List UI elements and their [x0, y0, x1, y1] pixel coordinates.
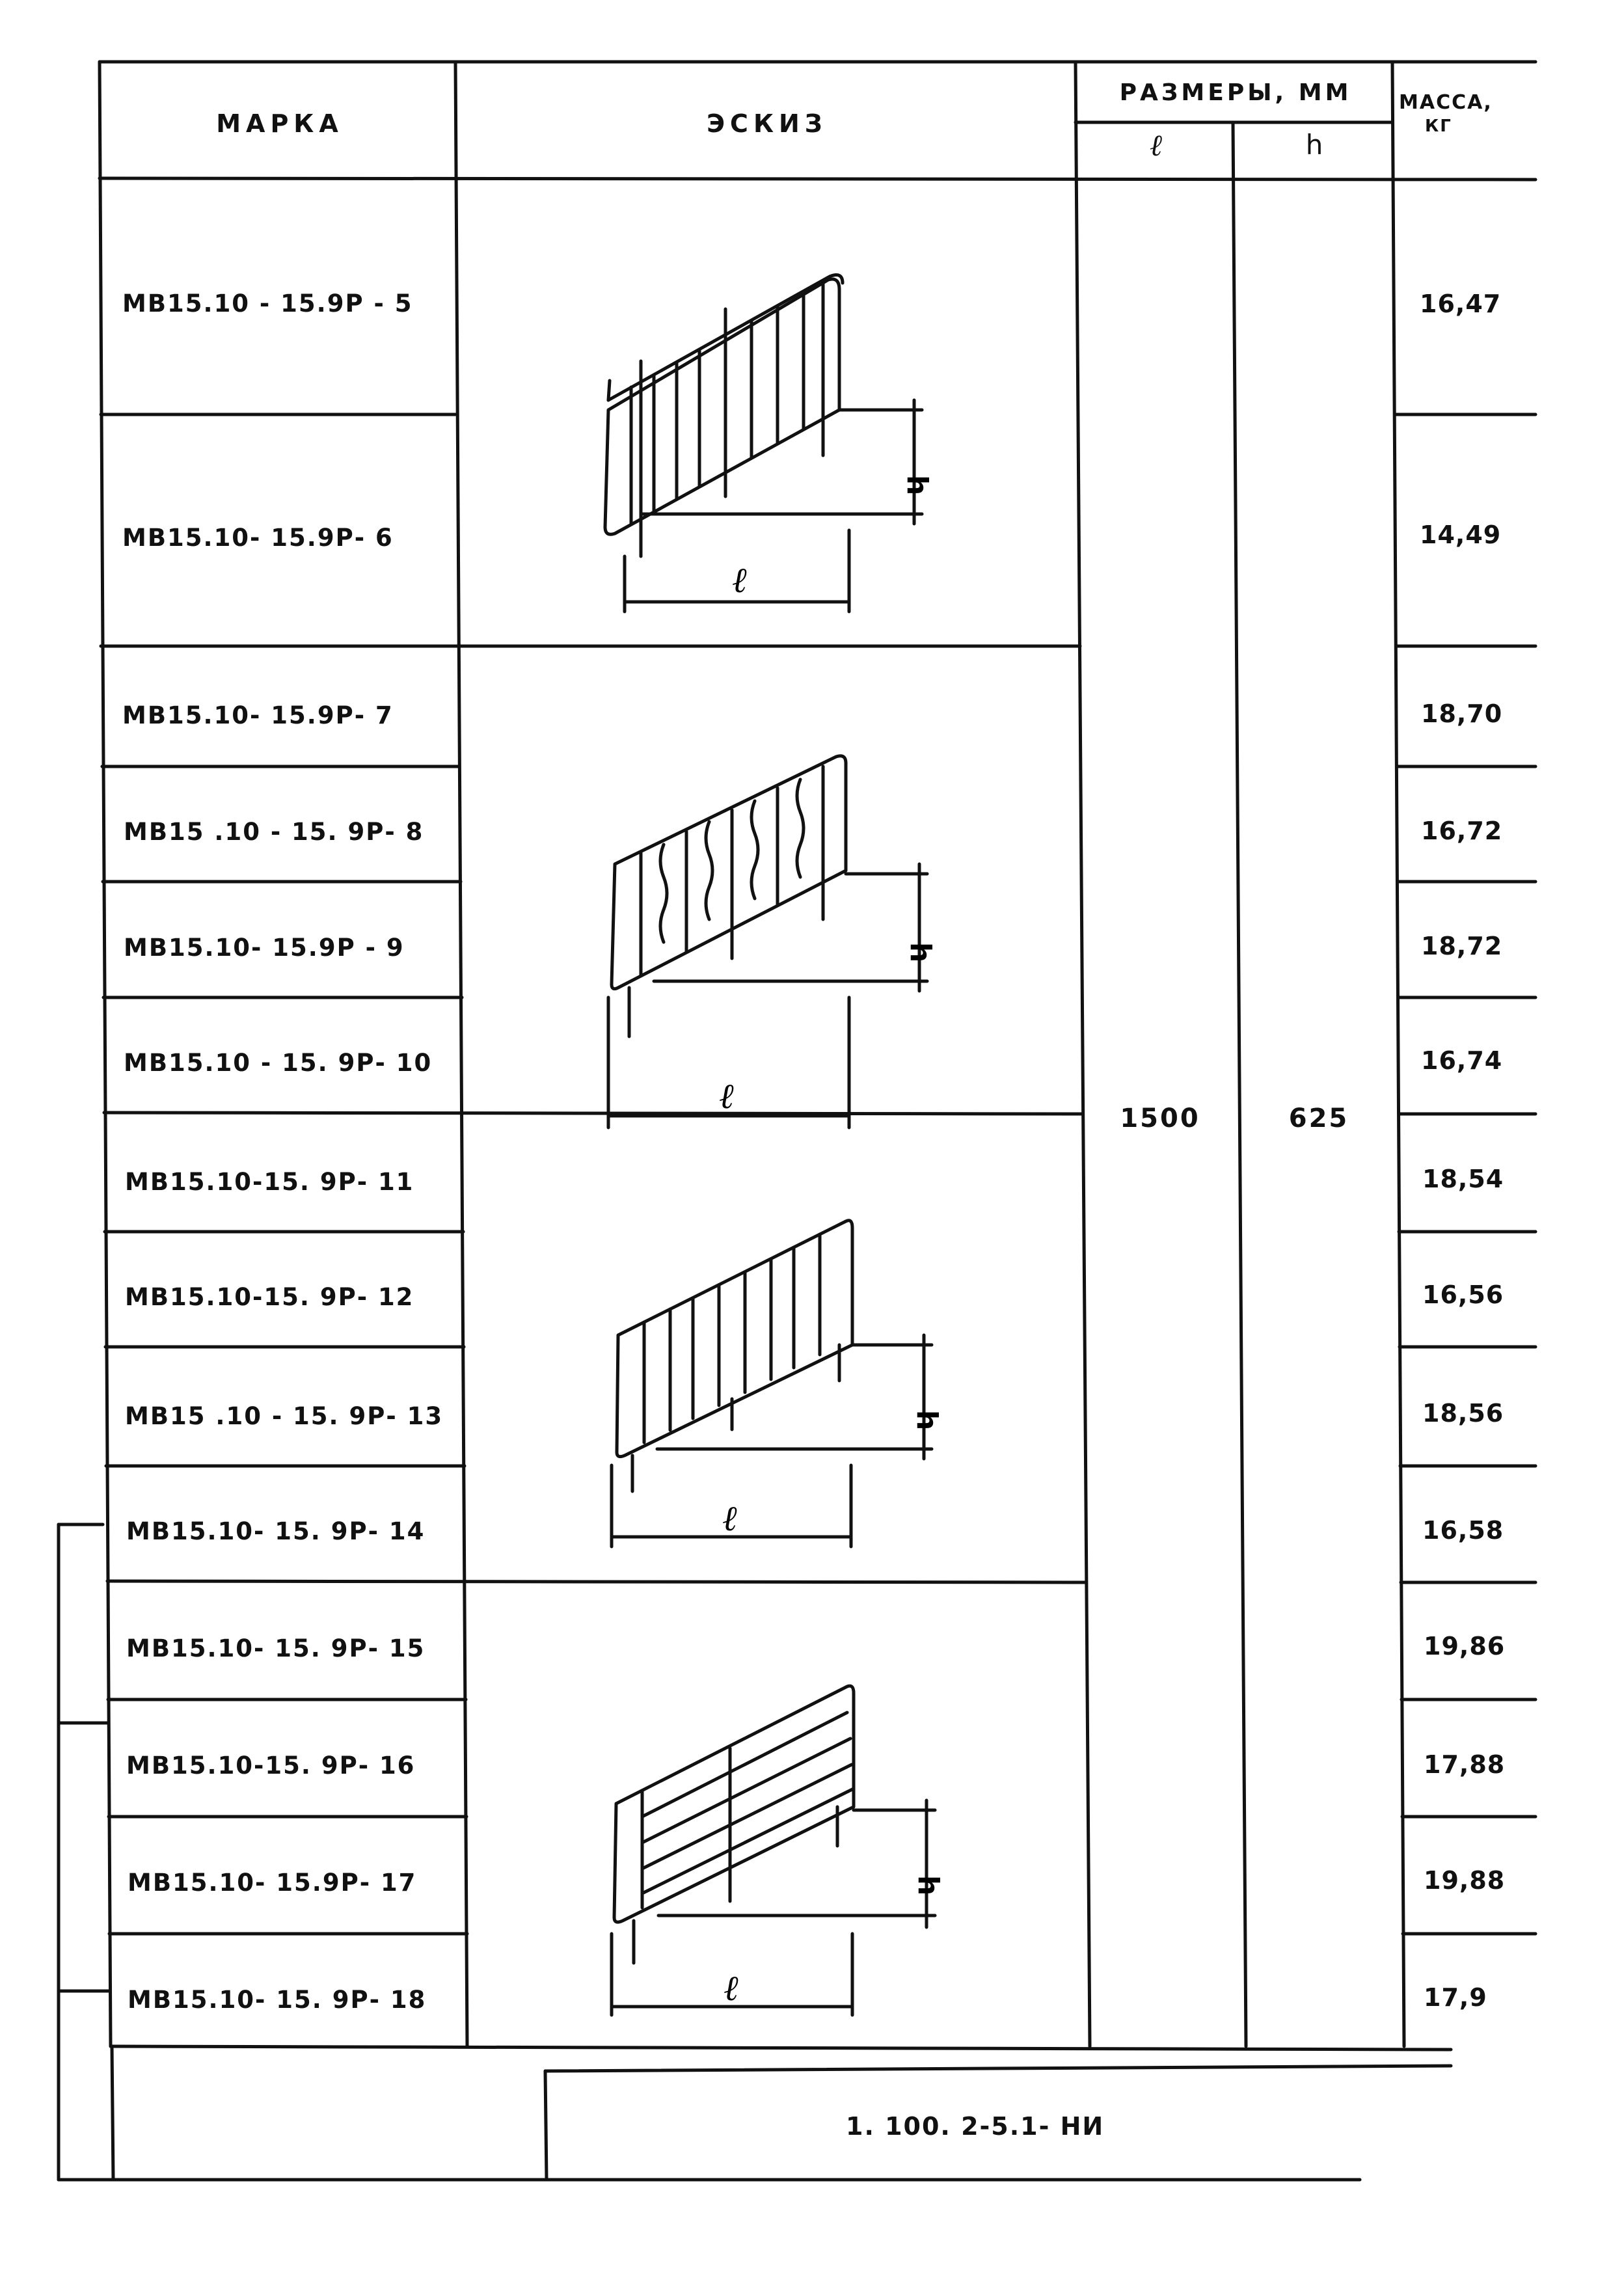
table-row-mass: 19,86 — [1424, 1632, 1506, 1660]
header-mass-unit: КГ — [1425, 116, 1452, 136]
table-row-mass: 17,88 — [1424, 1750, 1506, 1779]
table-row-mass: 16,56 — [1422, 1280, 1504, 1309]
header-mass: МАССА, КГ — [1399, 91, 1549, 138]
header-h: h — [1305, 129, 1323, 161]
header-sketch: ЭСКИЗ — [707, 109, 828, 138]
header-dimensions: РАЗМЕРЫ, ММ — [1119, 79, 1352, 106]
table-row-mark: МВ15.10- 15.9Р- 6 — [122, 524, 394, 552]
dimension-l-value: 1500 — [1120, 1104, 1200, 1133]
sketch-l-label: ℓ — [722, 1498, 737, 1539]
table-row-mass: 16,74 — [1421, 1046, 1503, 1075]
table-row-mark: МВ15.10 - 15. 9Р- 10 — [124, 1049, 433, 1077]
table-row-mark: МВ15.10- 15. 9Р- 18 — [128, 1986, 427, 2014]
table-row-mass: 18,54 — [1422, 1165, 1504, 1193]
table-row-mark: МВ15.10 - 15.9Р - 5 — [122, 290, 413, 318]
table-row-mark: МВ15.10-15. 9Р- 16 — [126, 1752, 416, 1780]
sketch-l-label: ℓ — [724, 1968, 738, 2009]
sketch-l-label: ℓ — [719, 1076, 734, 1117]
sketch-h-label: h — [900, 475, 934, 495]
table-row-mark: МВ15.10- 15. 9Р- 14 — [126, 1517, 426, 1545]
sketch-railing-4: h ℓ — [610, 1684, 945, 2017]
dimension-h-value: 625 — [1288, 1104, 1349, 1133]
header-mass-label: МАССА, — [1399, 91, 1493, 114]
sketch-h-label: h — [904, 942, 937, 962]
header-l: ℓ — [1150, 128, 1163, 163]
table-row-mark: МВ15.10-15. 9Р- 12 — [125, 1283, 414, 1311]
table-row-mark: МВ15.10-15. 9Р- 11 — [125, 1168, 414, 1196]
header-mark: МАРКА — [216, 109, 344, 138]
table-row-mass: 16,58 — [1422, 1516, 1504, 1545]
table-row-mass: 16,72 — [1421, 817, 1503, 845]
sketch-railing-1: h ℓ — [603, 273, 934, 614]
table-row-mass: 18,70 — [1421, 699, 1503, 728]
table-row-mark: МВ15.10- 15. 9Р- 15 — [126, 1634, 426, 1662]
sketch-h-label: h — [910, 1410, 943, 1430]
table-row-mark: МВ15.10- 15.9Р - 9 — [124, 934, 405, 962]
sketch-l-label: ℓ — [732, 560, 747, 601]
sketch-railing-3: h ℓ — [610, 1219, 943, 1549]
table-row-mark: МВ15.10- 15.9Р- 7 — [122, 701, 394, 729]
table-row-mark: МВ15 .10 - 15. 9Р- 13 — [125, 1402, 444, 1430]
table-row-mass: 19,88 — [1424, 1866, 1506, 1895]
table-row-mass: 16,47 — [1420, 290, 1502, 318]
table-row-mass: 17,9 — [1424, 1983, 1487, 2012]
document-code: 1. 100. 2-5.1- НИ — [846, 2112, 1105, 2141]
sketch-h-label: h — [912, 1875, 945, 1895]
table-row-mass: 18,72 — [1421, 932, 1503, 960]
table-row-mass: 18,56 — [1422, 1399, 1504, 1428]
table-row-mark: МВ15 .10 - 15. 9Р- 8 — [124, 818, 424, 846]
table-row-mark: МВ15.10- 15.9Р- 17 — [128, 1869, 417, 1897]
table-row-mass: 14,49 — [1420, 521, 1502, 549]
sketch-railing-2: h ℓ — [606, 754, 937, 1130]
